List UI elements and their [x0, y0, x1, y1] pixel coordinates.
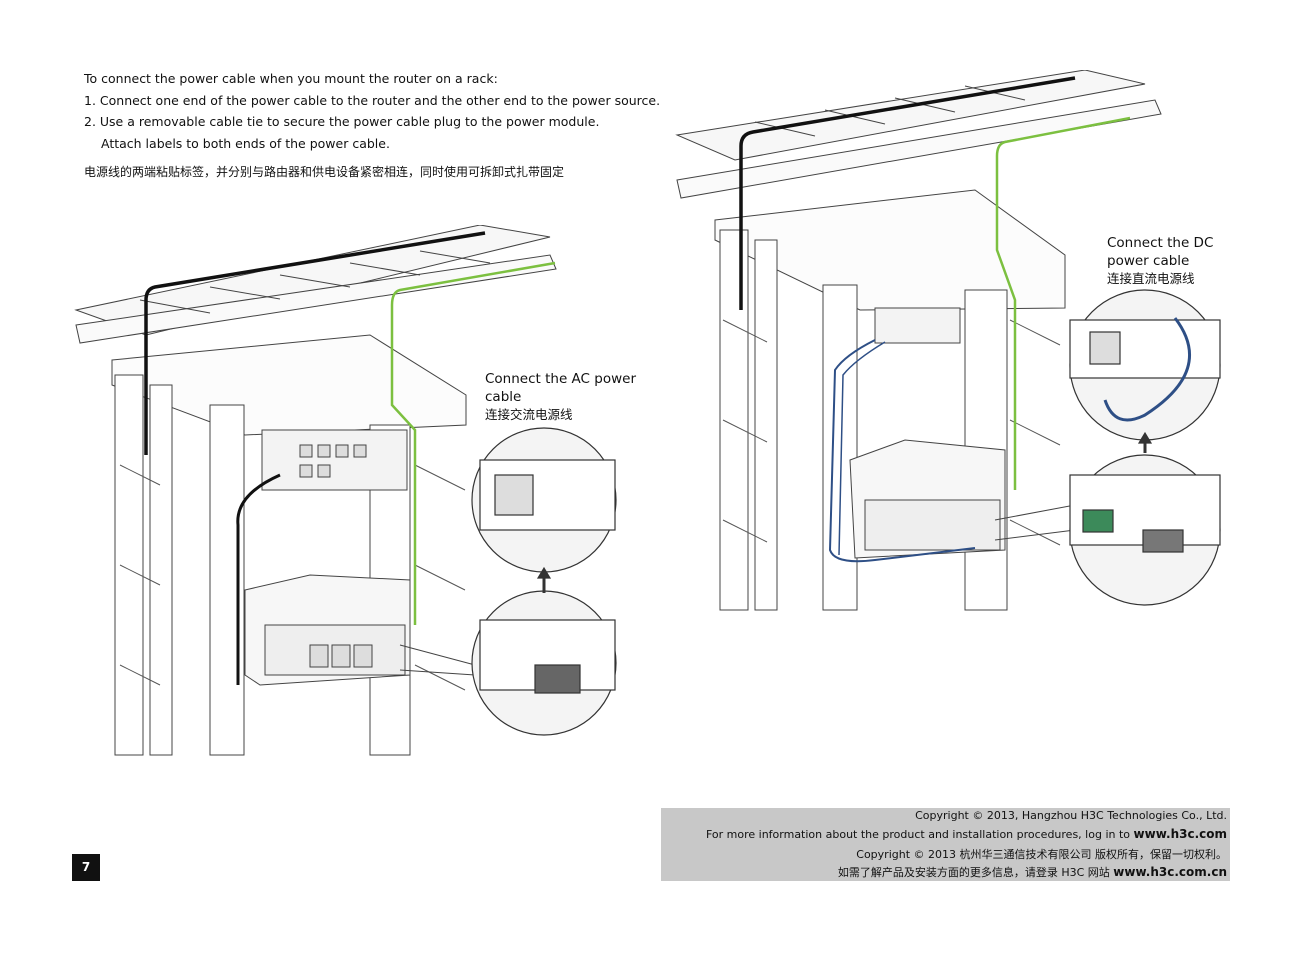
- ac-callout: Connect the AC power cable 连接交流电源线: [485, 371, 636, 424]
- instructions-intro: To connect the power cable when you moun…: [84, 71, 498, 86]
- info-line-en-text: For more information about the product a…: [705, 828, 1134, 841]
- dc-callout-line1: Connect the DC: [1107, 235, 1214, 251]
- instructions: To connect the power cable when you moun…: [84, 68, 661, 184]
- instructions-chinese: 电源线的两端粘贴标签，并分别与路由器和供电设备紧密相连，同时使用可拆卸式扎带固定: [84, 165, 565, 179]
- copyright-line-en: Copyright © 2013, Hangzhou H3C Technolog…: [915, 809, 1227, 822]
- ac-rack-illustration: [74, 225, 617, 756]
- page-number: 7: [72, 854, 100, 881]
- dc-callout-line2: power cable: [1107, 252, 1190, 269]
- instructions-step-2: 2. Use a removable cable tie to secure t…: [84, 114, 600, 129]
- website-link-zh[interactable]: www.h3c.com.cn: [1113, 865, 1227, 879]
- website-link-en[interactable]: www.h3c.com: [1133, 827, 1227, 841]
- ac-callout-line1: Connect the AC power: [485, 371, 636, 387]
- ac-callout-line2: cable: [485, 388, 522, 405]
- instructions-step-1: 1. Connect one end of the power cable to…: [84, 92, 661, 108]
- copyright-footer: Copyright © 2013, Hangzhou H3C Technolog…: [661, 808, 1230, 881]
- info-line-en: For more information about the product a…: [706, 827, 1227, 841]
- info-line-zh: 如需了解产品及安装方面的更多信息，请登录 H3C 网站 www.h3c.com.…: [838, 864, 1227, 880]
- copyright-line-zh: Copyright © 2013 杭州华三通信技术有限公司 版权所有，保留一切权…: [856, 848, 1227, 861]
- info-line-zh-text: 如需了解产品及安装方面的更多信息，请登录 H3C 网站: [837, 866, 1114, 879]
- instructions-step-2-sub: Attach labels to both ends of the power …: [101, 135, 390, 151]
- dc-callout: Connect the DC power cable 连接直流电源线: [1107, 235, 1213, 288]
- ac-callout-zh: 连接交流电源线: [485, 407, 573, 422]
- dc-rack-illustration: [675, 70, 1221, 611]
- dc-callout-zh: 连接直流电源线: [1107, 271, 1195, 286]
